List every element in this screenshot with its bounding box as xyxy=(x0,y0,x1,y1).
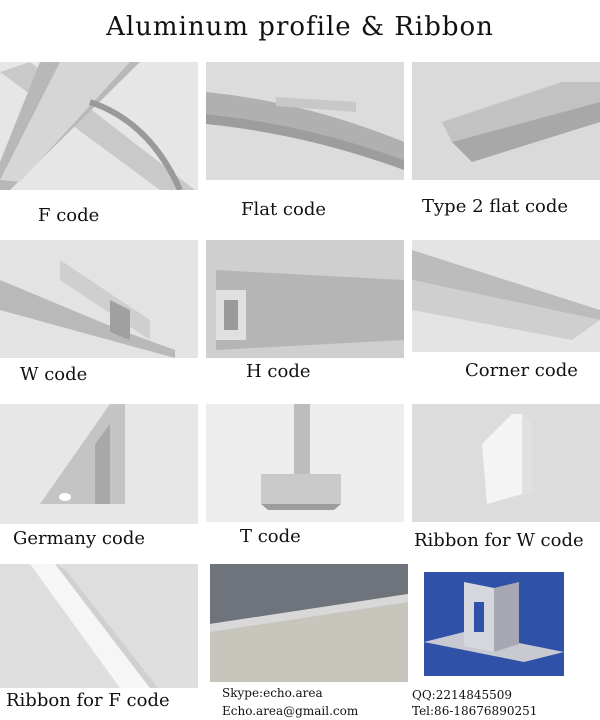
caption-flat-code: Flat code xyxy=(241,199,327,220)
caption-h-code: H code xyxy=(246,361,311,382)
caption-ribbon-for-w-code: Ribbon for W code xyxy=(414,530,584,551)
blue-profile-photo xyxy=(424,572,564,676)
h-code-photo xyxy=(206,240,404,358)
germany-code-photo xyxy=(0,404,198,524)
contact-email: Echo.area@gmail.com xyxy=(222,704,359,718)
contact-skype: Skype:echo.area xyxy=(222,686,323,700)
page-title: Aluminum profile & Ribbon xyxy=(106,12,494,42)
caption-type-2-flat-code: Type 2 flat code xyxy=(422,196,569,217)
caption-corner-code: Corner code xyxy=(465,360,578,381)
contact-qq: QQ:2214845509 xyxy=(412,688,513,702)
caption-germany-code: Germany code xyxy=(13,528,146,549)
caption-ribbon-for-f-code: Ribbon for F code xyxy=(6,690,170,711)
type-2-flat-code-photo xyxy=(412,62,600,180)
caption-f-code: F code xyxy=(38,205,100,226)
corner-code-photo xyxy=(412,240,600,352)
flat-code-photo xyxy=(206,62,404,180)
f-code-photo xyxy=(0,62,198,190)
caption-w-code: W code xyxy=(20,364,88,385)
ribbon-for-f-code-photo xyxy=(0,564,198,688)
t-code-photo xyxy=(206,404,404,522)
caption-t-code: T code xyxy=(240,526,301,547)
installed-profile-photo xyxy=(210,564,408,682)
contact-tel: Tel:86-18676890251 xyxy=(412,704,538,718)
ribbon-for-w-code-photo xyxy=(412,404,600,522)
w-code-photo xyxy=(0,240,198,358)
